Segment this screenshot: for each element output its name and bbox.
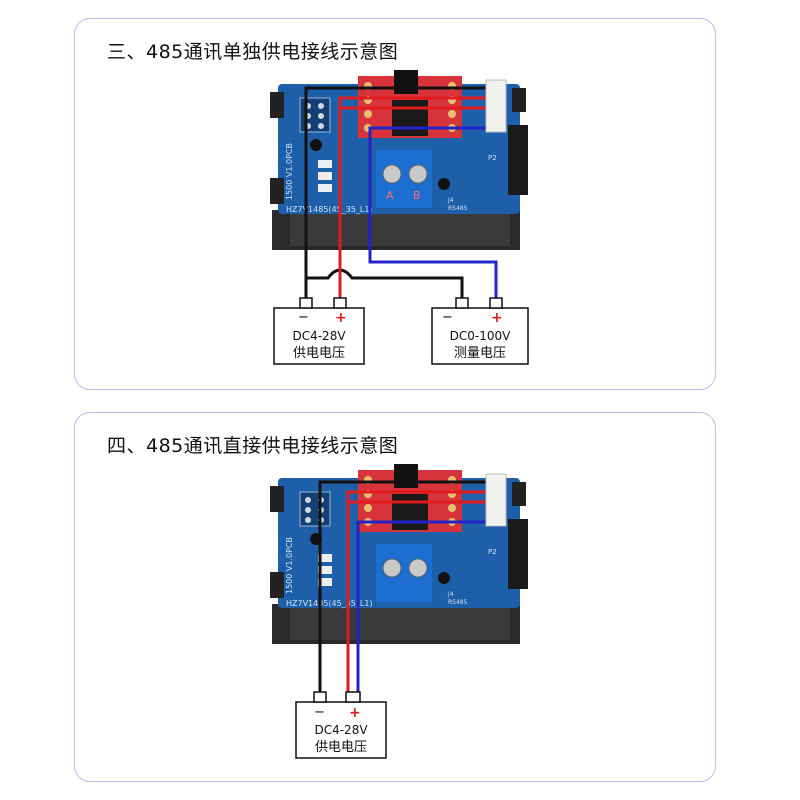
wire-blue-measure	[368, 126, 498, 305]
wire-black-link	[304, 268, 464, 305]
jst-connector	[485, 79, 507, 133]
pcb-silk-left: 1500 V1.0PCB	[285, 143, 294, 200]
header-label: J4	[447, 591, 454, 598]
header-label: J4	[447, 197, 454, 204]
supply-1-caption: 供电电压	[293, 346, 345, 361]
supply-2-plus: +	[491, 310, 503, 326]
adapter-chip	[394, 70, 418, 94]
pcb-clip-left-bottom	[270, 178, 284, 204]
model-label: RS485	[448, 599, 468, 606]
wire-black-ground	[318, 480, 486, 699]
adapter-ic	[392, 100, 428, 136]
model-label: RS485	[448, 205, 468, 212]
terminal-b-label: B	[413, 189, 421, 202]
wires-panel-2	[318, 480, 486, 699]
jst-connector	[485, 473, 507, 527]
wire-black-connector	[304, 86, 486, 102]
supply-2-caption: 测量电压	[454, 346, 506, 361]
panel-title: 三、485通讯单独供电接线示意图	[107, 41, 399, 63]
module-casing-front	[290, 606, 510, 640]
wire-red-supply	[346, 490, 486, 699]
adapter-ic	[392, 494, 428, 530]
terminal-a-label: A	[386, 189, 394, 202]
connector-label: P2	[488, 548, 497, 556]
pcb-silk-left: 1500 V1.0PCB	[285, 537, 294, 594]
supply-1-minus: −	[298, 310, 309, 325]
supply-1-plus: +	[349, 705, 361, 721]
supply-1-voltage: DC4-28V	[292, 329, 346, 343]
supply-dc4-28v: − + DC4-28V 供电电压	[295, 691, 387, 759]
supply-1-voltage: DC4-28V	[314, 723, 368, 737]
supply-dc0-100v: − + DC0-100V 测量电压	[431, 297, 529, 365]
pcb-clip-right	[512, 88, 526, 112]
supply-2-voltage: DC0-100V	[450, 329, 511, 343]
pcb-clip-left	[270, 92, 284, 118]
pcb-silk-bottom: HZ7V1485(45_35_L1)	[286, 205, 373, 214]
pcb-clip-left-bottom	[270, 572, 284, 598]
supply-dc4-28v: − + DC4-28V 供电电压	[273, 297, 365, 365]
pcb-side-bracket	[508, 519, 528, 589]
supply-2-minus: −	[442, 310, 453, 325]
supply-1-caption: 供电电压	[315, 740, 367, 755]
module-casing-front	[290, 212, 510, 246]
connector-label: P2	[488, 154, 497, 162]
pcb-clip-right	[512, 482, 526, 506]
pcb-clip-left	[270, 486, 284, 512]
supply-1-minus: −	[314, 705, 325, 720]
wires-panel-1	[304, 86, 498, 305]
pcb-side-bracket	[508, 125, 528, 195]
pin-header	[299, 491, 331, 527]
wire-red-supply	[338, 96, 486, 305]
pcb-silk-bottom: HZ7V1485(45_35_L1)	[286, 599, 373, 608]
wire-blue-measure	[356, 520, 486, 699]
adapter-chip	[394, 464, 418, 488]
supply-1-plus: +	[335, 310, 347, 326]
